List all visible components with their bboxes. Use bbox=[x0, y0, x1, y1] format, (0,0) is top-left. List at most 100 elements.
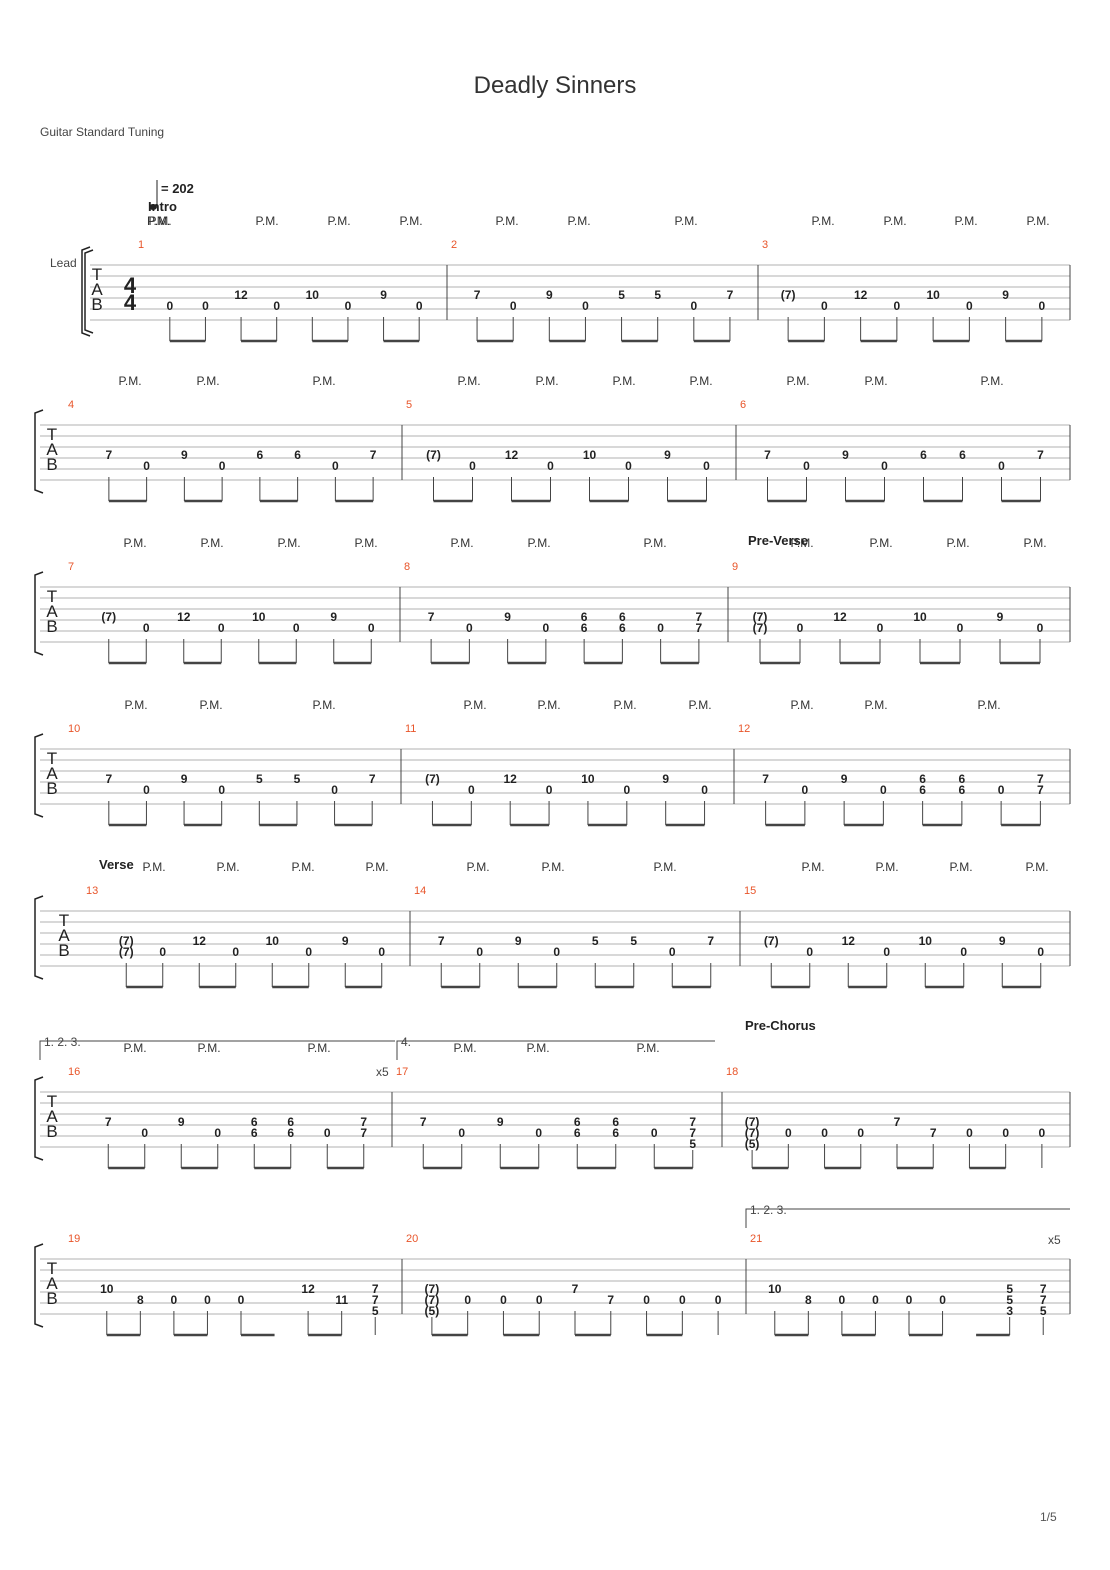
palm-mute-label: P.M. bbox=[312, 374, 335, 388]
palm-mute-label: P.M. bbox=[643, 536, 666, 550]
fret-number: 9 bbox=[662, 772, 669, 786]
palm-mute-label: P.M. bbox=[123, 1041, 146, 1055]
fret-number: 9 bbox=[997, 610, 1004, 624]
measure-number: 11 bbox=[405, 723, 416, 735]
fret-number: (5) bbox=[425, 1304, 440, 1318]
fret-number: (7) bbox=[101, 610, 116, 624]
fret-number: 10 bbox=[926, 288, 940, 302]
palm-mute-label: P.M. bbox=[811, 214, 834, 228]
palm-mute-label: P.M. bbox=[537, 698, 560, 712]
fret-number: 9 bbox=[497, 1115, 504, 1129]
fret-number: 7 bbox=[1040, 1293, 1047, 1307]
fret-number: 0 bbox=[880, 783, 887, 797]
fret-number: (7) bbox=[119, 934, 134, 948]
measure-number: 8 bbox=[404, 561, 410, 573]
system-bracket bbox=[34, 1076, 44, 1161]
palm-mute-label: P.M. bbox=[148, 214, 171, 228]
fret-number: 0 bbox=[143, 783, 150, 797]
fret-number: 5 bbox=[592, 934, 599, 948]
palm-mute-label: P.M. bbox=[450, 536, 473, 550]
fret-number: 0 bbox=[464, 1293, 471, 1307]
fret-number: 5 bbox=[618, 288, 625, 302]
section-pre-chorus: Pre-Chorus bbox=[745, 1018, 816, 1033]
fret-number: 10 bbox=[252, 610, 266, 624]
fret-number: 9 bbox=[546, 288, 553, 302]
palm-mute-label: P.M. bbox=[864, 374, 887, 388]
tab-letter: B bbox=[46, 779, 57, 798]
fret-number: 0 bbox=[324, 1126, 331, 1140]
page-number: 1/5 bbox=[1040, 1510, 1057, 1524]
fret-number: 6 bbox=[287, 1126, 294, 1140]
fret-number: 7 bbox=[1037, 772, 1044, 786]
measure-number: 21 bbox=[750, 1233, 762, 1245]
system-bracket bbox=[81, 246, 91, 337]
fret-number: 0 bbox=[1039, 299, 1046, 313]
fret-number: 0 bbox=[881, 459, 888, 473]
fret-number: 7 bbox=[707, 934, 714, 948]
fret-number: 0 bbox=[238, 1293, 245, 1307]
palm-mute-label: P.M. bbox=[864, 698, 887, 712]
fret-number: 10 bbox=[768, 1282, 782, 1296]
fret-number: 0 bbox=[690, 299, 697, 313]
fret-number: 7 bbox=[1037, 448, 1044, 462]
fret-number: 12 bbox=[234, 288, 248, 302]
fret-number: 8 bbox=[805, 1293, 812, 1307]
fret-number: 0 bbox=[466, 621, 473, 635]
measure-number: 14 bbox=[414, 885, 426, 897]
palm-mute-label: P.M. bbox=[495, 214, 518, 228]
palm-mute-label: P.M. bbox=[790, 698, 813, 712]
fret-number: 9 bbox=[515, 934, 522, 948]
fret-number: 0 bbox=[1002, 1126, 1009, 1140]
palm-mute-label: P.M. bbox=[541, 860, 564, 874]
palm-mute-label: P.M. bbox=[567, 214, 590, 228]
fret-number: 0 bbox=[331, 783, 338, 797]
palm-mute-label: P.M. bbox=[535, 374, 558, 388]
fret-number: 0 bbox=[219, 459, 226, 473]
fret-number: 7 bbox=[372, 1293, 379, 1307]
fret-number: 9 bbox=[330, 610, 337, 624]
tab-letter: T bbox=[47, 1259, 57, 1278]
ending-label: 1. 2. 3. bbox=[44, 1035, 81, 1049]
fret-number: 0 bbox=[960, 945, 967, 959]
palm-mute-label: P.M. bbox=[954, 214, 977, 228]
palm-mute-label: P.M. bbox=[674, 214, 697, 228]
fret-number: 0 bbox=[1037, 621, 1044, 635]
fret-number: 0 bbox=[785, 1126, 792, 1140]
palm-mute-label: P.M. bbox=[216, 860, 239, 874]
fret-number: 0 bbox=[202, 299, 209, 313]
fret-number: 0 bbox=[547, 459, 554, 473]
measure-number: 10 bbox=[68, 723, 80, 735]
palm-mute-label: P.M. bbox=[118, 374, 141, 388]
palm-mute-label: P.M. bbox=[790, 536, 813, 550]
fret-number: 0 bbox=[998, 783, 1005, 797]
palm-mute-label: P.M. bbox=[869, 536, 892, 550]
fret-number: 9 bbox=[999, 934, 1006, 948]
fret-number: 9 bbox=[1002, 288, 1009, 302]
palm-mute-label: P.M. bbox=[457, 374, 480, 388]
palm-mute-label: P.M. bbox=[312, 698, 335, 712]
tempo-note-head bbox=[149, 204, 157, 210]
fret-number: 0 bbox=[802, 783, 809, 797]
section-intro: Intro bbox=[148, 199, 177, 214]
fret-number: 0 bbox=[883, 945, 890, 959]
palm-mute-label: P.M. bbox=[1026, 214, 1049, 228]
fret-number: 0 bbox=[957, 621, 964, 635]
fret-number: 0 bbox=[141, 1126, 148, 1140]
fret-number: 0 bbox=[966, 299, 973, 313]
fret-number: 5 bbox=[689, 1137, 696, 1151]
palm-mute-label: P.M. bbox=[307, 1041, 330, 1055]
palm-mute-label: P.M. bbox=[527, 536, 550, 550]
section-verse: Verse bbox=[99, 857, 134, 872]
palm-mute-label: P.M. bbox=[946, 536, 969, 550]
fret-number: 7 bbox=[1037, 783, 1044, 797]
fret-number: 0 bbox=[218, 621, 225, 635]
fret-number: 6 bbox=[251, 1115, 258, 1129]
fret-number: 12 bbox=[504, 772, 518, 786]
fret-number: 0 bbox=[536, 1293, 543, 1307]
palm-mute-label: P.M. bbox=[1025, 860, 1048, 874]
fret-number: 0 bbox=[535, 1126, 542, 1140]
fret-number: (7) bbox=[425, 772, 440, 786]
measure-number: 17 bbox=[396, 1066, 408, 1078]
fret-number: 0 bbox=[218, 783, 225, 797]
fret-number: 0 bbox=[143, 621, 150, 635]
